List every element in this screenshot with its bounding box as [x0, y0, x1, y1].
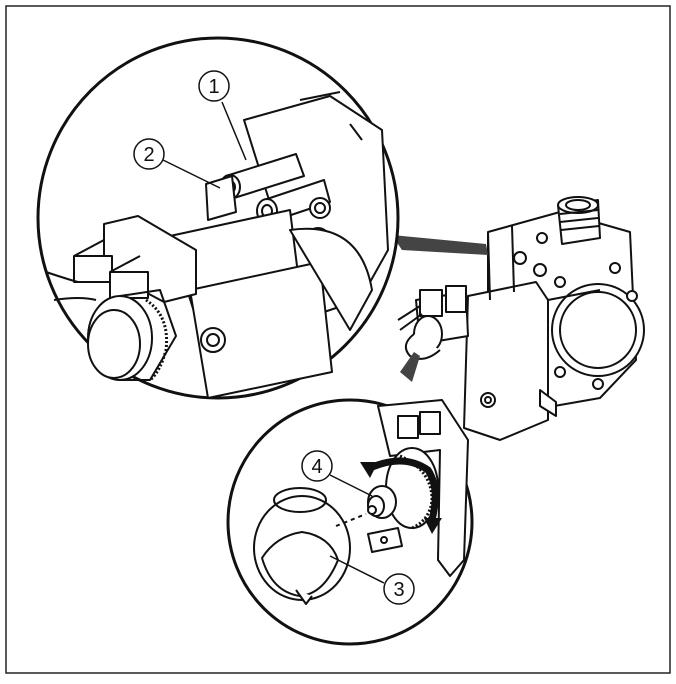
- callout-4-label: 4: [311, 456, 322, 478]
- gas-valve-body: [397, 196, 645, 441]
- callout-2-label: 2: [143, 144, 154, 166]
- callout-1-label: 1: [208, 76, 219, 98]
- callout-1: 1: [198, 70, 247, 161]
- callout-4: 4: [301, 450, 373, 497]
- detail-circle-top: [36, 36, 400, 400]
- magnifier-connectors: [392, 235, 488, 382]
- callout-2: 2: [133, 138, 221, 189]
- detail-circle-bottom: [226, 398, 474, 646]
- callout-3-label: 3: [393, 579, 404, 601]
- callout-3: 3: [329, 555, 415, 605]
